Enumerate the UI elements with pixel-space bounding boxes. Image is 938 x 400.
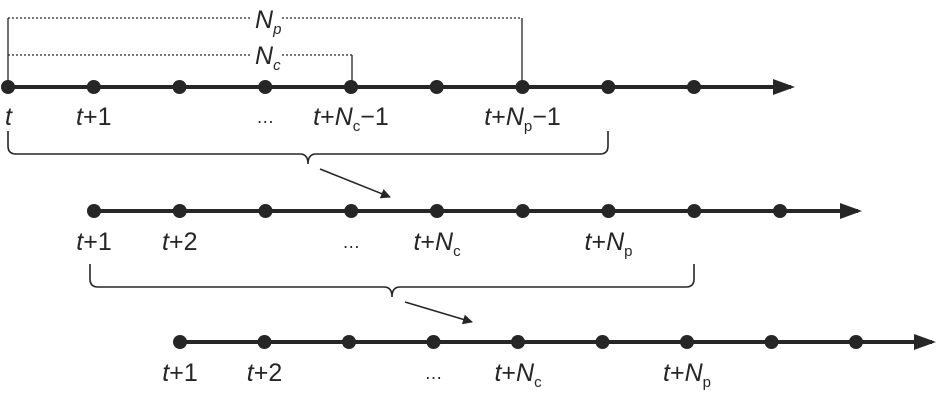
time-step-dot [687, 204, 702, 218]
control-horizon-label: Nc [255, 42, 281, 74]
time-step-dot [172, 204, 187, 218]
time-step-dot [680, 335, 694, 349]
label-part-sub: p [703, 374, 711, 391]
label-part-base: t [413, 228, 421, 256]
horizon-brackets: Np Nc [7, 6, 523, 87]
label-part-sym: N [506, 103, 525, 131]
shift-arrow-1 [319, 168, 391, 199]
label-part-plus: +1 [83, 103, 112, 131]
prediction-horizon-label: Np [255, 6, 281, 38]
label-part-sym: N [435, 228, 454, 256]
label-part-base: t [247, 359, 255, 387]
time-step-label: t+Np−1 [484, 103, 560, 135]
label-part-sym: N [606, 228, 625, 256]
label-part-plus: + [501, 359, 516, 387]
label-part-base: t [585, 228, 593, 256]
time-step-dot [1, 80, 15, 94]
time-step-label: t+2 [247, 359, 282, 387]
label-part-base: t [484, 103, 492, 131]
time-step-label: t+1 [76, 103, 111, 131]
time-step-dot [257, 335, 272, 349]
label-part-sub: c [353, 118, 361, 135]
label-part-sub: p [524, 118, 532, 135]
time-step-label: t+Np [585, 228, 633, 260]
time-step-dot [515, 204, 530, 218]
timeline-arrowhead [840, 203, 862, 219]
time-step-label: t+2 [162, 228, 197, 256]
label-part-plus: + [420, 228, 435, 256]
time-step-dot [764, 335, 779, 349]
label-part-base: t [663, 359, 671, 387]
label-part-plus: +1 [169, 359, 198, 387]
time-step-label: t+Nc [413, 228, 461, 260]
timeline-arrowhead [914, 334, 936, 350]
time-step-dot [344, 80, 358, 94]
label-part-plus: +2 [169, 228, 198, 256]
time-step-dot [173, 335, 187, 349]
label-part-sub: c [453, 243, 461, 260]
label-part-plus: +1 [83, 228, 112, 256]
label-part-tail: −1 [532, 103, 561, 131]
time-step-label: t+1 [162, 359, 197, 387]
time-step-dot [87, 204, 101, 218]
time-step-label: t+Nc [494, 359, 542, 391]
shift-brace-2 [89, 264, 695, 298]
label-part-base: t [494, 359, 502, 387]
time-step-label: t+Np [663, 359, 711, 391]
time-step-dot [849, 335, 863, 349]
label-part-plus: + [591, 228, 606, 256]
time-step-dot [258, 80, 273, 94]
label-part-base: t [76, 103, 84, 131]
time-step-dot [426, 335, 441, 349]
label-part-plus: +2 [254, 359, 283, 387]
time-step-dot [342, 335, 356, 349]
time-step-label: t+1 [76, 228, 111, 256]
time-step-dot [511, 335, 525, 349]
time-step-label: t [5, 103, 13, 131]
time-step-dot [429, 80, 444, 94]
time-step-dot [86, 80, 101, 94]
label-part-sub: p [624, 243, 632, 260]
label-part-sub: c [534, 374, 542, 391]
shift-arrow-2 [404, 301, 473, 325]
label-part-sym: N [335, 103, 354, 131]
label-part-sym: N [516, 359, 535, 387]
time-step-dot [595, 335, 610, 349]
label-part-base: t [313, 103, 321, 131]
time-step-label: t+Nc−1 [313, 103, 389, 135]
label-part-base: t [76, 228, 84, 256]
time-step-dot [258, 204, 273, 218]
time-step-dot [601, 80, 616, 94]
timeline-arrowhead [773, 79, 795, 95]
time-step-dot [515, 80, 530, 94]
label-part-plus: + [670, 359, 685, 387]
label-part-tail: −1 [360, 103, 389, 131]
ellipsis-label: … [342, 232, 360, 252]
ellipsis-label: … [425, 363, 443, 383]
time-step-dot [172, 80, 187, 94]
time-step-dot [773, 204, 787, 218]
ellipsis-label: … [256, 107, 274, 127]
label-part-plus: + [491, 103, 506, 131]
time-step-dot [430, 204, 444, 218]
shift-brace-1 [7, 131, 609, 165]
label-part-sym: N [685, 359, 704, 387]
label-part-base: t [162, 228, 170, 256]
time-step-dot [687, 80, 701, 94]
label-part-base: t [5, 103, 13, 131]
label-part-base: t [162, 359, 170, 387]
time-step-dot [344, 204, 359, 218]
label-part-plus: + [320, 103, 335, 131]
time-step-dot [601, 204, 616, 218]
